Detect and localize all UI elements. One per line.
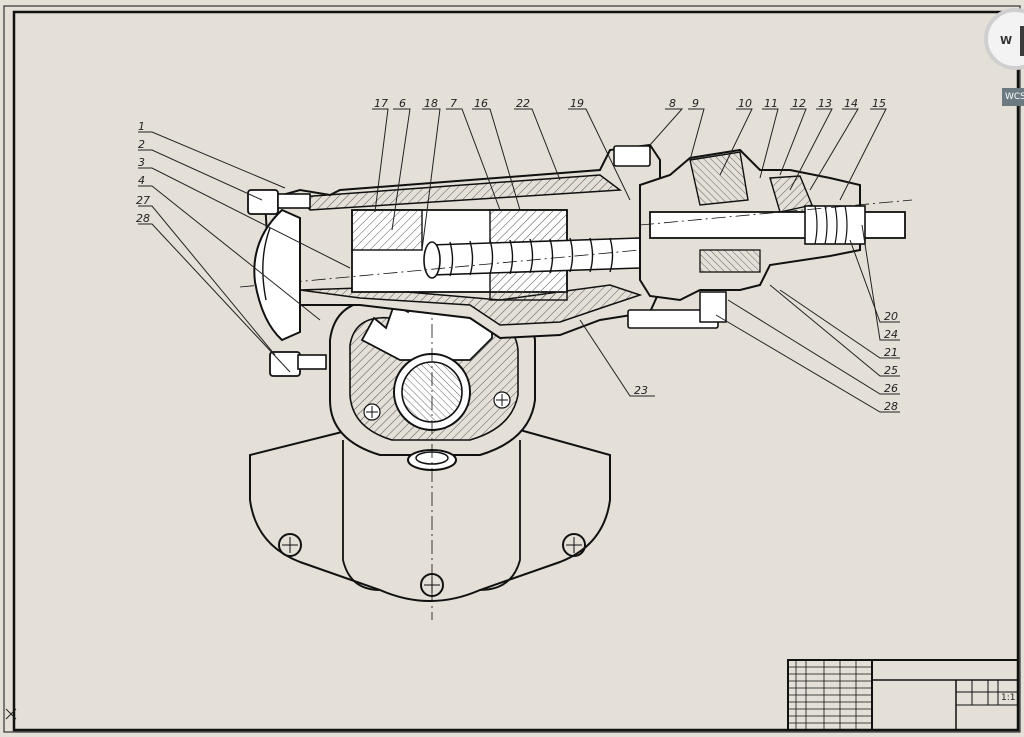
callout-8: 8 (669, 97, 676, 110)
scale-value: 1:1 (1001, 693, 1015, 703)
callout-23: 23 (634, 384, 648, 397)
callout-26: 26 (884, 382, 898, 395)
crosshair-icon (5, 708, 17, 720)
callout-22: 22 (516, 97, 530, 110)
callout-6: 6 (399, 97, 406, 110)
callout-7: 7 (450, 97, 457, 110)
sheet-outer-border (3, 5, 1021, 733)
title-block (787, 659, 1019, 731)
mounting-hole-left (278, 533, 302, 557)
callout-2: 2 (138, 138, 145, 151)
mounting-hole-right (562, 533, 586, 557)
callout-15: 15 (872, 97, 886, 110)
callout-20: 20 (884, 310, 898, 323)
callout-21: 21 (884, 346, 898, 359)
callout-1: 1 (138, 120, 145, 133)
view-cube-west-label[interactable]: W (1000, 34, 1013, 47)
callout-18: 18 (424, 97, 438, 110)
view-cube-face[interactable] (1020, 26, 1024, 56)
callout-12: 12 (792, 97, 806, 110)
callout-16: 16 (474, 97, 488, 110)
callout-27: 27 (136, 194, 150, 207)
end-cover (253, 208, 301, 342)
callout-10: 10 (738, 97, 752, 110)
wcs-menu-button[interactable]: WCS (1002, 88, 1024, 106)
cover-bolt-top (247, 189, 279, 215)
callout-28-right: 28 (884, 400, 898, 413)
callout-24: 24 (884, 328, 898, 341)
leader-lines (138, 108, 900, 413)
callout-3: 3 (138, 156, 145, 169)
callout-14: 14 (844, 97, 858, 110)
sheet-frame (12, 10, 1020, 732)
mounting-bracket (249, 429, 611, 602)
ball-screw (429, 237, 641, 276)
callout-11: 11 (764, 97, 778, 110)
callout-13: 13 (818, 97, 832, 110)
input-shaft (649, 211, 906, 239)
callouts-top: 17 6 18 7 16 22 19 8 9 10 11 12 13 14 15 (374, 97, 886, 110)
steering-gear-assembly (239, 143, 913, 620)
callout-28-left: 28 (136, 212, 150, 225)
callouts-right: 20 24 21 25 26 28 (884, 310, 898, 413)
callout-25: 25 (884, 364, 898, 377)
callout-19: 19 (570, 97, 584, 110)
valve-bolt-top (613, 145, 651, 167)
callout-4: 4 (138, 174, 145, 187)
callout-9: 9 (692, 97, 699, 110)
callout-17: 17 (374, 97, 388, 110)
callouts-left: 1 2 3 4 27 28 (136, 120, 150, 225)
